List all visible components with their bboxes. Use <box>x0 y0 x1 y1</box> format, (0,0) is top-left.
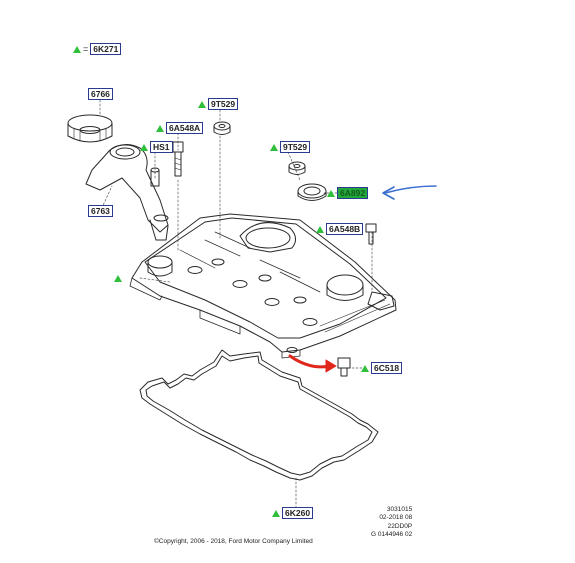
part-label-6763: 6763 <box>88 205 113 217</box>
callout-6a548a: 6A548A <box>156 121 204 135</box>
triangle-icon <box>316 225 324 233</box>
ref-line-4: G 0144946 02 <box>371 531 413 539</box>
callout-6766: 6766 <box>88 87 113 101</box>
callout-6k271: = 6K271 <box>73 42 122 56</box>
callout-6k260: 6K260 <box>272 506 314 520</box>
triangle-icon <box>361 364 369 372</box>
triangle-icon <box>140 143 148 151</box>
valve-cover <box>129 213 397 359</box>
red-pointer-arrow <box>288 354 337 373</box>
callout-cover <box>114 271 122 285</box>
oil-filler-cap <box>67 114 113 143</box>
triangle-icon <box>114 274 122 282</box>
callout-6c518: 6C518 <box>361 361 403 375</box>
gasket-6k260 <box>139 349 379 481</box>
callout-9t529-left: 9T529 <box>198 97 239 111</box>
triangle-icon <box>73 45 81 53</box>
callout-6a548b: 6A548B <box>316 222 364 236</box>
ref-line-3: 22DD0P <box>387 522 413 530</box>
copyright-text: ©Copyright, 2006 - 2018, Ford Motor Comp… <box>154 538 313 545</box>
stud-6c518 <box>337 357 351 377</box>
hs1-part <box>150 167 160 187</box>
triangle-icon <box>272 509 280 517</box>
part-label-hs1: HS1 <box>150 141 173 153</box>
triangle-icon <box>198 100 206 108</box>
nut-9t529-right <box>288 161 306 175</box>
part-label-6k260: 6K260 <box>282 507 314 519</box>
ref-line-2: 02-2018 08 <box>379 514 413 522</box>
part-label-6a548b: 6A548B <box>326 223 364 235</box>
seal-6a892 <box>297 183 327 201</box>
callout-6a892: 6A892 <box>327 186 369 200</box>
blue-highlight-arrow <box>382 185 437 200</box>
reference-block: 3031015 02-2018 08 22DD0P G 0144946 02 <box>371 506 412 540</box>
part-label-6766: 6766 <box>88 88 113 100</box>
nut-9t529-left <box>213 121 231 135</box>
triangle-icon <box>156 124 164 132</box>
part-label-9t529-right: 9T529 <box>280 141 311 153</box>
callout-9t529-right: 9T529 <box>270 140 311 154</box>
part-label-6a892: 6A892 <box>337 187 369 199</box>
triangle-icon <box>327 189 335 197</box>
part-label-6c518: 6C518 <box>371 362 403 374</box>
part-label-9t529-left: 9T529 <box>208 98 239 110</box>
callout-hs1: HS1 <box>140 140 173 154</box>
part-label-6k271: 6K271 <box>90 43 122 55</box>
bolt-6a548a <box>172 141 184 177</box>
dash-mark: = <box>83 43 89 54</box>
ref-line-1: 3031015 <box>386 506 413 513</box>
bolt-6a548b <box>365 223 377 245</box>
part-label-6a548a: 6A548A <box>166 122 204 134</box>
oil-filler-neck <box>85 144 169 241</box>
callout-6763: 6763 <box>88 204 113 218</box>
triangle-icon <box>270 143 278 151</box>
